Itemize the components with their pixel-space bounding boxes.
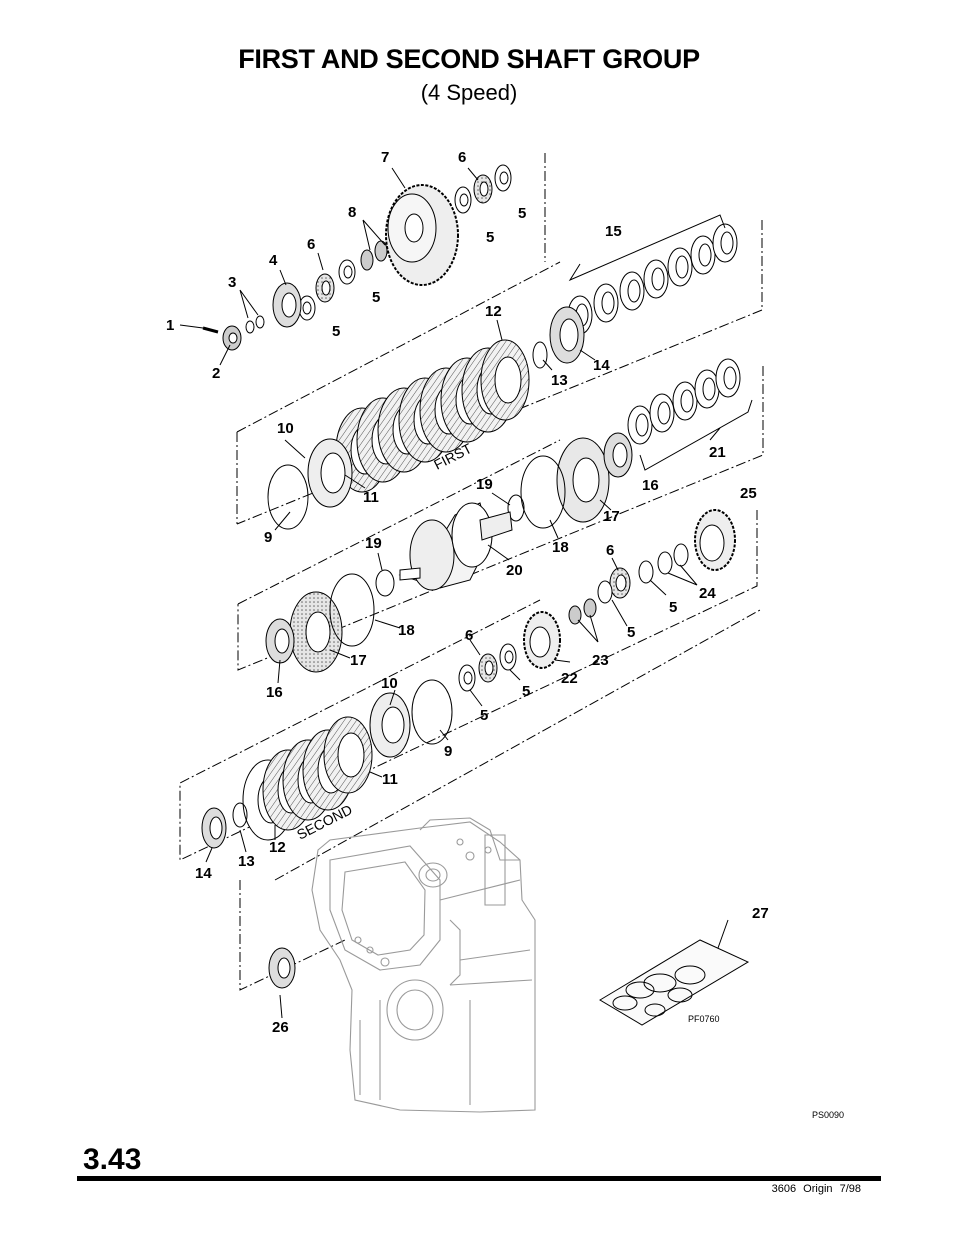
callout-7: 7: [381, 149, 389, 166]
callout-12: 12: [269, 839, 286, 856]
callout-6: 6: [606, 542, 614, 559]
footer-rule: [77, 1176, 881, 1181]
clutch-plate: [480, 339, 530, 421]
callout-11: 11: [382, 771, 398, 788]
callout-5: 5: [669, 599, 677, 616]
callout-18: 18: [398, 622, 415, 639]
callout-16: 16: [266, 684, 283, 701]
page-number: 3.43: [83, 1143, 142, 1176]
callout-10: 10: [381, 675, 398, 692]
callout-19: 19: [365, 535, 382, 552]
second-clutch-pack: [242, 716, 373, 841]
callout-1: 1: [166, 317, 174, 334]
callout-5: 5: [518, 205, 526, 222]
callout-16: 16: [642, 477, 659, 494]
callout-23: 23: [592, 652, 609, 669]
callout-leaders: [179, 167, 753, 1019]
callout-5: 5: [332, 323, 340, 340]
first-clutch-pack: [335, 339, 530, 493]
callout-6: 6: [458, 149, 466, 166]
callout-5: 5: [522, 683, 530, 700]
document-info: 3606 Origin 7/98: [771, 1183, 861, 1195]
callout-20: 20: [506, 562, 523, 579]
callout-19: 19: [476, 476, 493, 493]
callout-8: 8: [348, 204, 356, 221]
callout-24: 24: [699, 585, 716, 602]
page-subtitle: (4 Speed): [420, 80, 518, 105]
callout-4: 4: [269, 252, 278, 269]
callout-25: 25: [740, 485, 757, 502]
callout-13: 13: [238, 853, 255, 870]
callout-6: 6: [307, 236, 315, 253]
callout-27: 27: [752, 905, 769, 922]
callout-13: 13: [551, 372, 568, 389]
callout-21: 21: [709, 444, 726, 461]
callout-14: 14: [195, 865, 212, 882]
illustration-code: PS0090: [812, 1110, 844, 1120]
shaft-hub: [398, 502, 513, 591]
callout-15: 15: [605, 223, 622, 240]
callout-5: 5: [372, 289, 380, 306]
callout-26: 26: [272, 1019, 289, 1036]
callout-17: 17: [350, 652, 367, 669]
callout-10: 10: [277, 420, 294, 437]
seal-kit-bag: [599, 939, 750, 1026]
callout-3: 3: [228, 274, 236, 291]
callout-17: 17: [603, 508, 620, 525]
callout-5: 5: [486, 229, 494, 246]
callout-5: 5: [627, 624, 635, 641]
shaft-stack-rings: [201, 164, 741, 989]
callout-12: 12: [485, 303, 502, 320]
page-title: FIRST AND SECOND SHAFT GROUP: [238, 44, 700, 74]
engine-housing: [311, 817, 536, 1113]
callout-9: 9: [444, 743, 452, 760]
callout-5: 5: [480, 707, 488, 724]
callout-9: 9: [264, 529, 272, 546]
kit-code: PF0760: [688, 1014, 720, 1024]
callout-2: 2: [212, 365, 220, 382]
callout-18: 18: [552, 539, 569, 556]
callout-6: 6: [465, 627, 473, 644]
callout-14: 14: [593, 357, 610, 374]
callout-22: 22: [561, 670, 578, 687]
clutch-plate: [323, 716, 373, 794]
callout-11: 11: [363, 489, 379, 506]
